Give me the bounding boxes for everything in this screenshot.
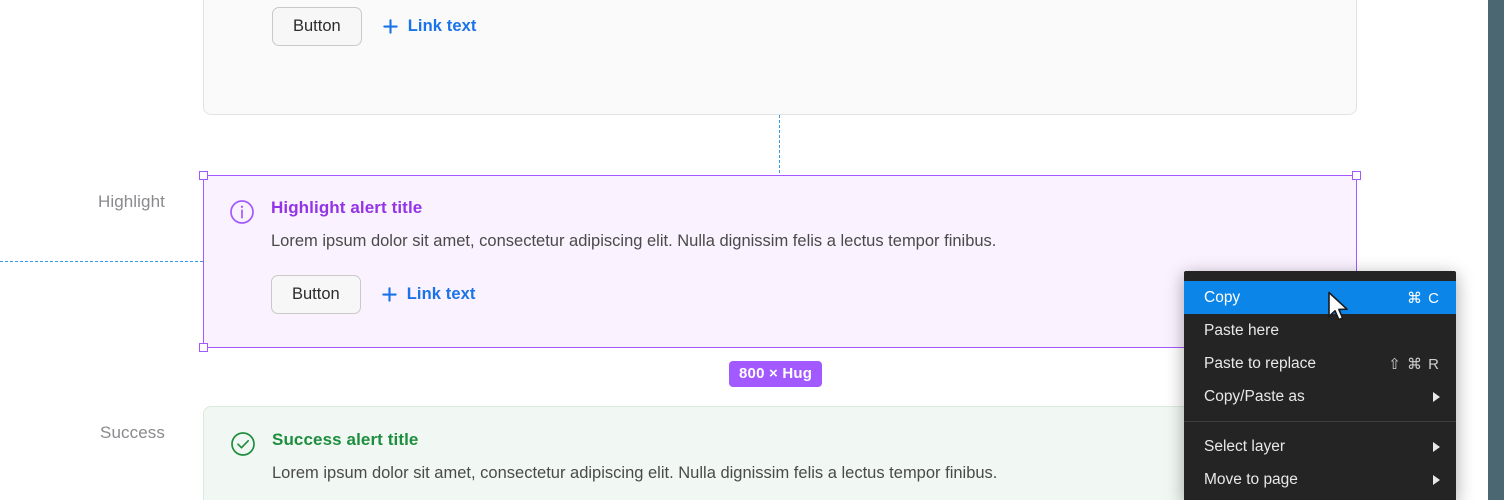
alert-title-success: Success alert title <box>272 430 419 449</box>
context-menu-label: Paste here <box>1204 321 1279 339</box>
context-menu-item-copy[interactable]: Copy ⌘ C <box>1184 281 1456 314</box>
context-menu-label: Move to page <box>1204 470 1298 488</box>
alert-body-text-highlight: Lorem ipsum dolor sit amet, consectetur … <box>271 232 997 250</box>
alert-card-neutral[interactable]: Lorem ipsum dolor sit amet, consectetur … <box>203 0 1357 115</box>
context-menu-item-select-layer[interactable]: Select layer <box>1184 430 1456 463</box>
submenu-arrow-icon <box>1433 391 1440 402</box>
selection-size-badge: 800 × Hug <box>729 361 823 387</box>
context-menu-shortcut: ⇧ ⌘ R <box>1388 355 1440 373</box>
alert-link-highlight[interactable]: Link text <box>381 285 476 304</box>
context-menu-item-move-to-page[interactable]: Move to page <box>1184 463 1456 496</box>
context-menu-item-paste-to-replace[interactable]: Paste to replace ⇧ ⌘ R <box>1184 347 1456 380</box>
alert-body-text-success: Lorem ipsum dolor sit amet, consectetur … <box>272 464 998 482</box>
row-label-highlight: Highlight <box>97 192 165 211</box>
alert-link-label-highlight: Link text <box>406 285 476 303</box>
submenu-arrow-icon <box>1433 474 1440 485</box>
context-menu-item-copy-paste-as[interactable]: Copy/Paste as <box>1184 380 1456 413</box>
context-menu-label: Paste to replace <box>1204 354 1317 372</box>
row-label-success: Success <box>100 423 165 442</box>
plus-icon <box>381 287 397 302</box>
context-menu-label: Copy/Paste as <box>1204 387 1305 405</box>
alert-button-neutral[interactable]: Button <box>272 7 362 46</box>
context-menu[interactable]: Copy ⌘ C Paste here Paste to replace ⇧ ⌘… <box>1184 271 1456 500</box>
plus-icon <box>382 19 398 34</box>
alert-button-highlight[interactable]: Button <box>271 275 361 314</box>
check-circle-icon <box>230 431 256 457</box>
info-circle-icon <box>229 199 255 225</box>
context-menu-separator <box>1184 421 1456 422</box>
mouse-cursor <box>1328 291 1348 321</box>
context-menu-label: Select layer <box>1204 437 1285 455</box>
window-edge-strip <box>1488 0 1504 500</box>
alert-card-highlight[interactable]: Highlight alert title Lorem ipsum dolor … <box>203 175 1357 348</box>
context-menu-label: Copy <box>1204 288 1241 306</box>
alert-link-neutral[interactable]: Link text <box>382 17 477 36</box>
submenu-arrow-icon <box>1433 441 1440 452</box>
context-menu-item-paste-here[interactable]: Paste here <box>1184 314 1456 347</box>
horizontal-alignment-guide <box>0 261 203 262</box>
alert-card-success[interactable]: Success alert title Lorem ipsum dolor si… <box>203 406 1357 500</box>
alert-link-label-neutral: Link text <box>407 17 477 35</box>
context-menu-shortcut: ⌘ C <box>1407 289 1440 307</box>
alert-title-highlight: Highlight alert title <box>271 198 423 217</box>
